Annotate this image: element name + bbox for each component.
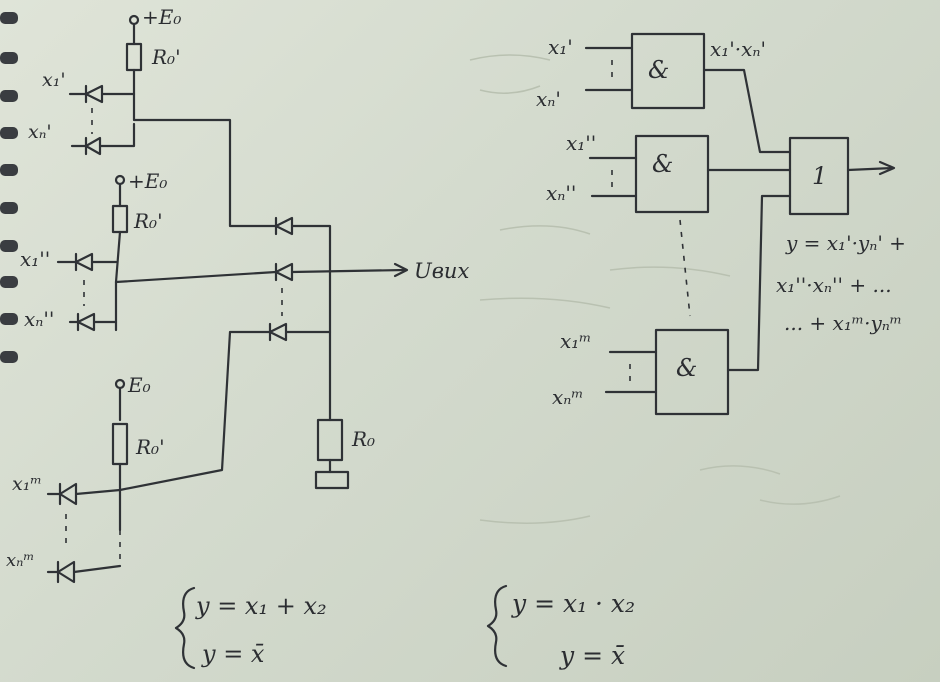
input-label-d: xₙ'' — [24, 307, 54, 331]
and-gate-2 — [634, 134, 710, 214]
gate1-output: x₁'·xₙ' — [710, 37, 766, 61]
supply-label-3: E₀ — [127, 373, 151, 397]
formula-line-1: y = x₁'·yₙ' + — [785, 231, 906, 255]
input-label-e: x₁ᵐ — [12, 473, 42, 495]
resistor-label-2: R₀' — [133, 209, 163, 233]
and-symbol-1: & — [648, 56, 669, 84]
equation-block-left: y = x₁ + x₂ y = x̄ — [174, 586, 327, 670]
formula-line-3: ... + x₁ᵐ·yₙᵐ — [784, 311, 902, 335]
and-symbol-3: & — [676, 354, 697, 382]
logic-gate-diagram — [584, 32, 896, 416]
input-label-b: xₙ' — [28, 121, 52, 143]
gate1-input-a: x₁' — [548, 35, 573, 59]
diode-or-circuit — [46, 14, 409, 584]
gate2-input-b: xₙ'' — [546, 181, 576, 205]
gate2-input-a: x₁'' — [566, 131, 596, 155]
output-voltage-label: Uвих — [414, 259, 469, 283]
or-gate — [788, 136, 850, 216]
or-symbol: 1 — [812, 162, 827, 190]
gate3-input-b: xₙᵐ — [552, 385, 584, 409]
supply-label-2: +E₀ — [128, 169, 167, 193]
gate1-input-b: xₙ' — [536, 87, 561, 111]
input-label-c: x₁'' — [20, 247, 50, 271]
resistor-label-3: R₀' — [135, 435, 165, 459]
supply-label-1: +E₀ — [142, 5, 181, 29]
background-ghost-writing — [469, 54, 841, 524]
equation-left-1: y = x₁ + x₂ — [195, 592, 327, 620]
input-label-f: xₙᵐ — [6, 550, 35, 571]
equation-left-2: y = x̄ — [201, 640, 265, 668]
resistor-label-1: R₀' — [151, 45, 181, 69]
formula-line-2: x₁''·xₙ'' + ... — [776, 273, 892, 297]
equation-block-right: y = x₁ · x₂ y = x̄ — [486, 584, 635, 670]
spiral-binding — [0, 12, 18, 363]
diagram-labels: +E₀ R₀' x₁' xₙ' +E₀ R₀' x₁'' xₙ'' E₀ R₀'… — [6, 5, 906, 571]
input-label-a: x₁' — [42, 69, 66, 91]
and-symbol-2: & — [652, 150, 673, 178]
equation-right-2: y = x̄ — [559, 641, 625, 670]
gate3-input-a: x₁ᵐ — [560, 329, 592, 353]
and-gate-3 — [654, 328, 730, 416]
load-resistor-label: R₀ — [351, 427, 375, 451]
equation-right-1: y = x₁ · x₂ — [511, 589, 635, 618]
